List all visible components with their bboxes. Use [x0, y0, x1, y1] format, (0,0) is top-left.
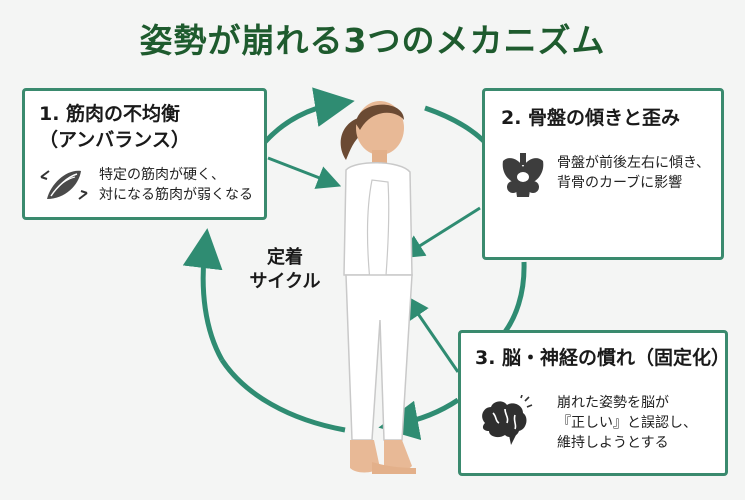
brain-icon: [475, 394, 533, 447]
card3-description: 崩れた姿勢を脳が 『正しい』と誤認し、 維持しようとする: [557, 395, 697, 451]
card-muscle-imbalance: 1. 筋肉の不均衡 （アンバランス） 特定の筋肉が硬く、 対になる筋肉が弱くなる: [22, 88, 267, 220]
card-pelvic-tilt: 2. 骨盤の傾きと歪み 骨盤が前後左右に傾き、 背骨のカーブに影響: [482, 88, 724, 260]
cycle-label: 定着 サイクル: [249, 247, 321, 292]
cycle-arrow-bottom-left: [219, 358, 346, 433]
cycle-arrow-top: [263, 87, 355, 144]
pointer-arrow-card3: [405, 295, 460, 373]
standing-woman-figure: [340, 101, 416, 474]
card1-description: 特定の筋肉が硬く、 対になる筋肉が弱くなる: [99, 167, 253, 203]
page-title: 姿勢が崩れる3つのメカニズム: [139, 21, 606, 60]
cycle-arrow-bottom: [378, 397, 460, 441]
pointer-arrow-card2: [399, 206, 481, 259]
card1-heading: 1. 筋肉の不均衡: [39, 103, 181, 125]
card-brain-habituation: 3. 脳・神経の慣れ（固定化） 崩れた姿勢を脳が 『正しい』と誤認し、 維持しよ…: [458, 330, 731, 476]
pelvis-icon: [499, 153, 547, 203]
card2-heading: 2. 骨盤の傾きと歪み: [501, 107, 681, 129]
cycle-arrow-left: [182, 228, 225, 362]
cycle-arrow-right: [502, 261, 527, 334]
card1-heading-sub: （アンバランス）: [39, 129, 190, 151]
pointer-arrow-card1: [267, 156, 342, 189]
muscle-icon: [39, 163, 89, 207]
card2-description: 骨盤が前後左右に傾き、 背骨のカーブに影響: [557, 155, 711, 191]
card3-heading: 3. 脳・神経の慣れ（固定化）: [475, 347, 731, 369]
